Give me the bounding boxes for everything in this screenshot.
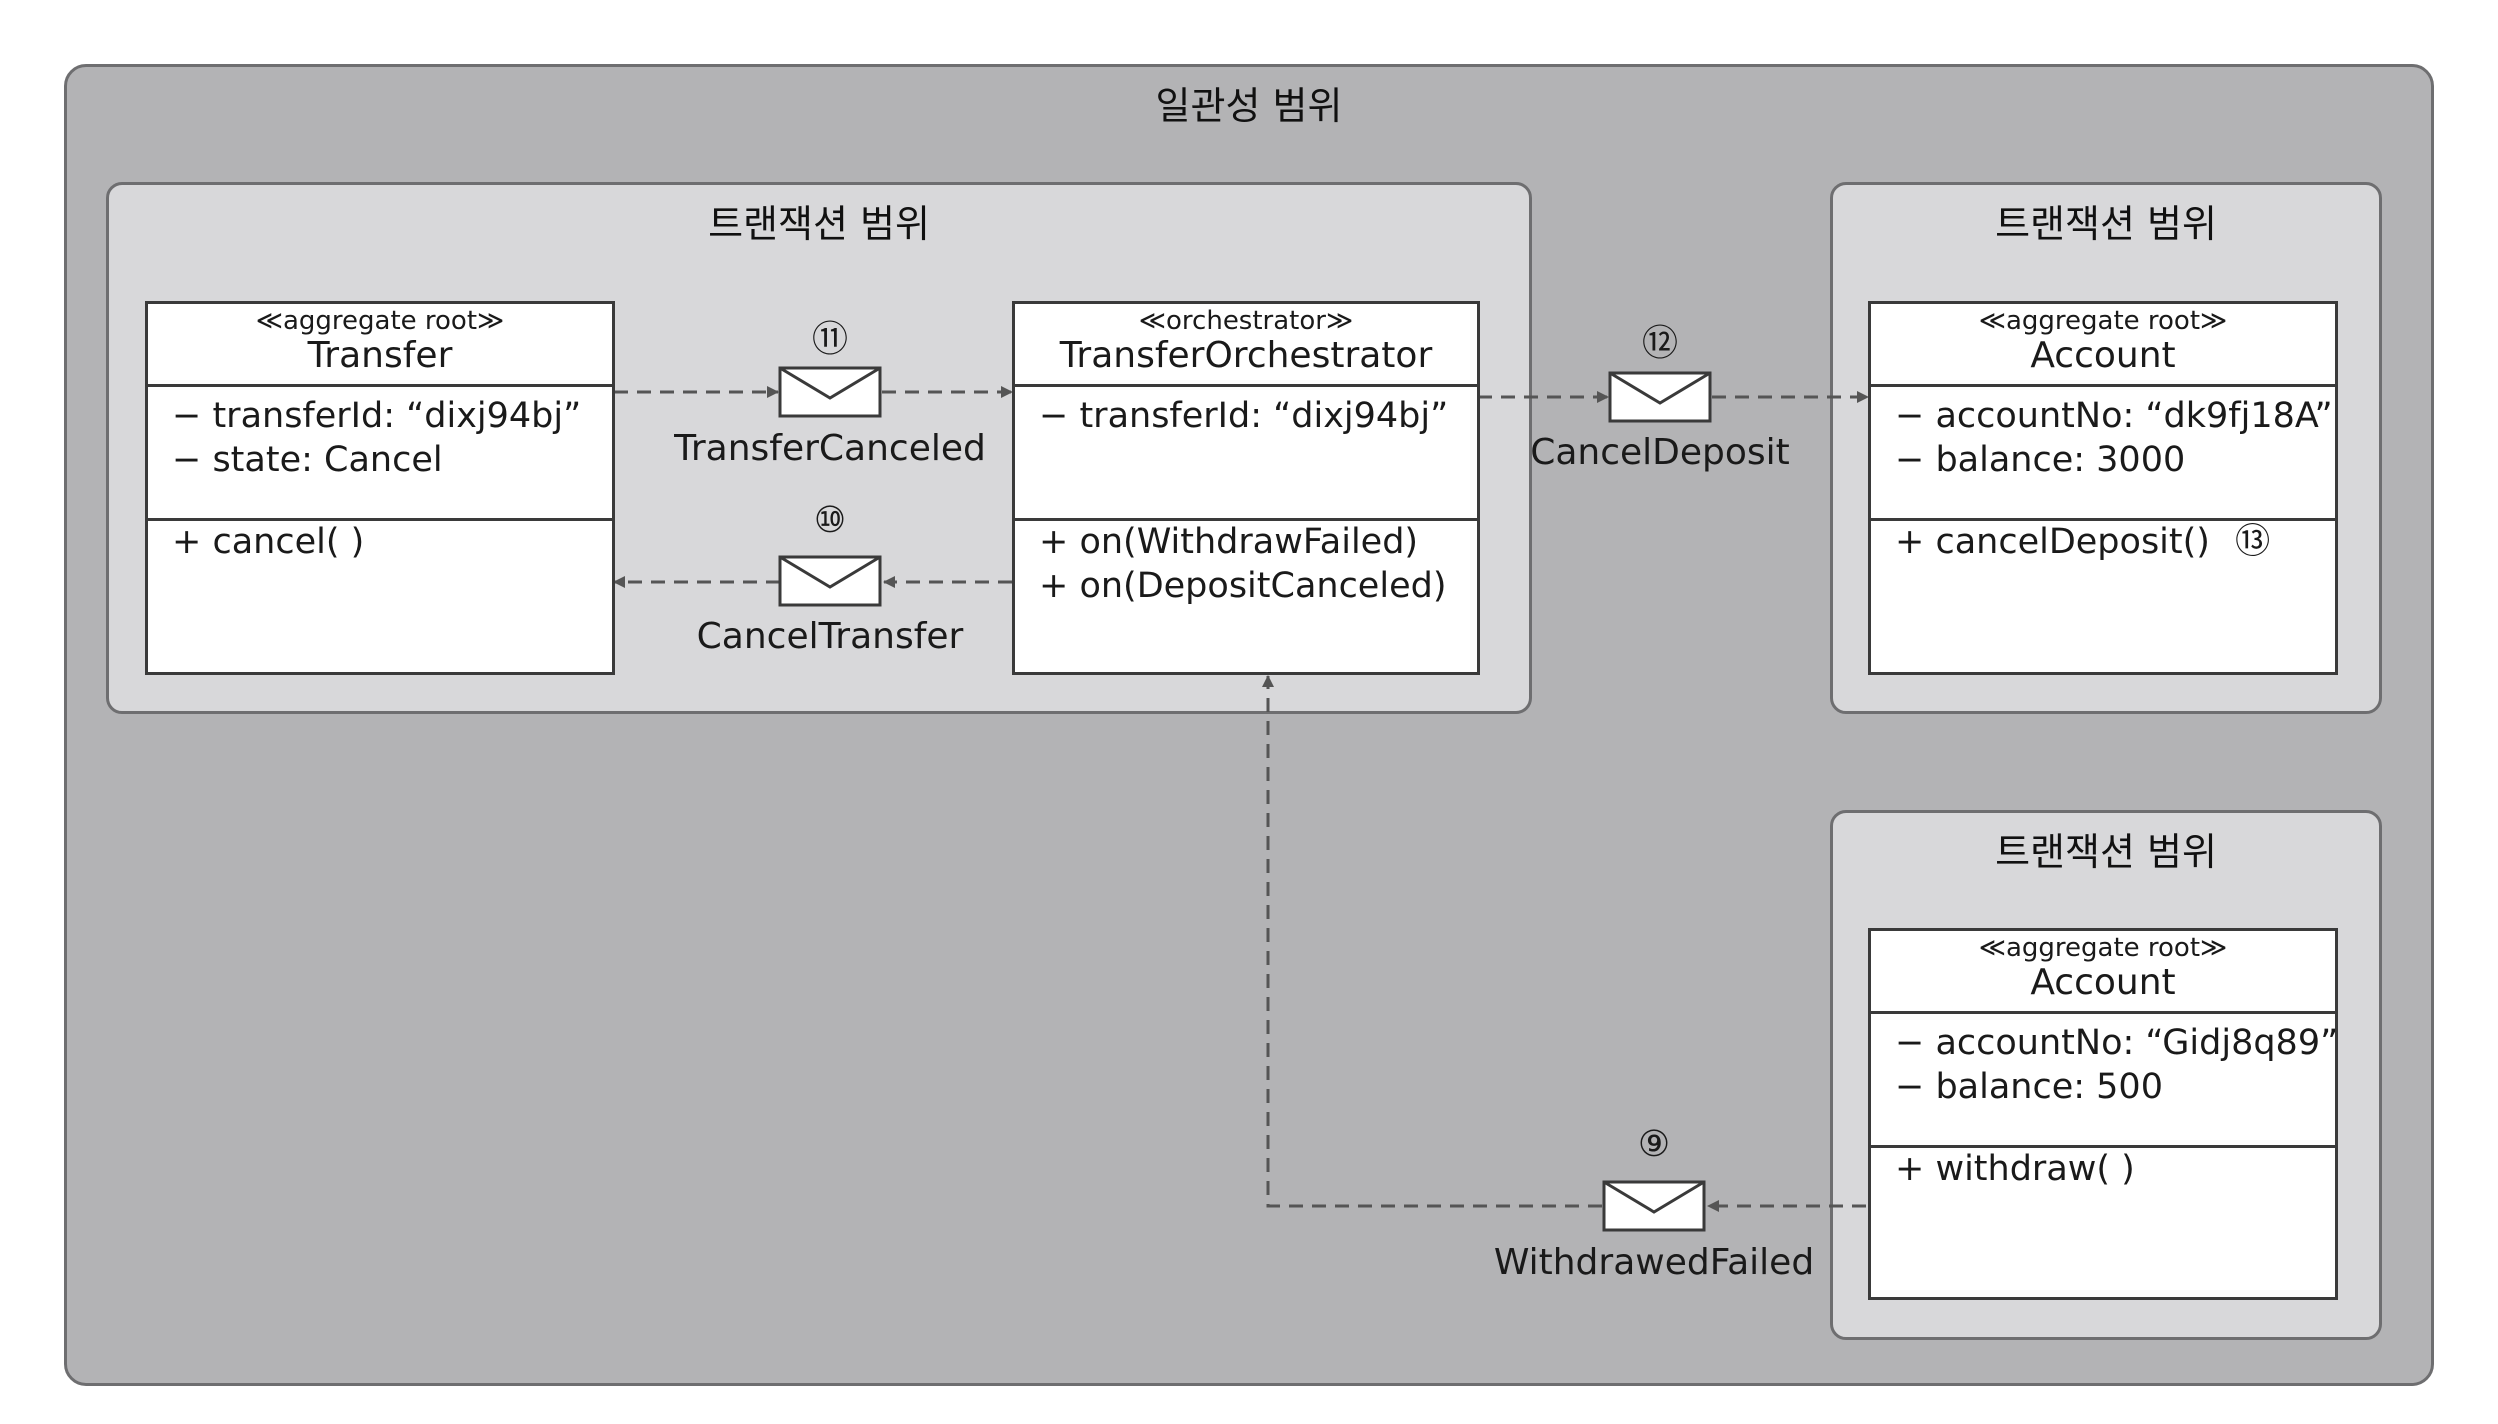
class-header: ≪aggregate root≫ Transfer — [148, 304, 612, 387]
class-name: Transfer — [307, 335, 453, 376]
class-operations: + withdraw( ) — [1871, 1135, 2335, 1191]
class-transfer: ≪aggregate root≫ Transfer − transferId: … — [145, 301, 615, 675]
class-attributes: − transferId: “dixj94bj” − state: Cancel — [148, 384, 612, 521]
class-operations: + cancel( ) — [148, 508, 612, 564]
class-attributes: − accountNo: “dk9fj18A” − balance: 3000 — [1871, 384, 2335, 521]
class-operations: + on(WithdrawFailed) + on(DepositCancele… — [1015, 508, 1477, 608]
consistency-scope-title: 일관성 범위 — [1155, 84, 1343, 128]
class-account-bottom: ≪aggregate root≫ Account − accountNo: “G… — [1868, 928, 2338, 1300]
class-header: ≪aggregate root≫ Account — [1871, 304, 2335, 387]
step-number: ⑫ — [1641, 323, 1678, 364]
attribute: − accountNo: “dk9fj18A” — [1895, 396, 2333, 436]
operation: + cancel( ) — [172, 522, 365, 562]
message-label: WithdrawedFailed — [1493, 1242, 1815, 1283]
class-header: ≪aggregate root≫ Account — [1871, 931, 2335, 1014]
class-transfer-orchestrator: ≪orchestrator≫ TransferOrchestrator − tr… — [1012, 301, 1480, 675]
step-number: ⑪ — [811, 319, 848, 360]
operation-row: + cancelDeposit() ⑬ — [1895, 520, 2335, 564]
class-name: Account — [2030, 335, 2176, 376]
stereotype: ≪aggregate root≫ — [1978, 306, 2228, 336]
step-number: ⑬ — [2235, 522, 2271, 562]
class-name: Account — [2030, 962, 2176, 1003]
operation: + on(DepositCanceled) — [1039, 566, 1447, 606]
transaction-scope-title: 트랜잭션 범위 — [1995, 830, 2217, 874]
attribute: − balance: 3000 — [1895, 440, 2186, 480]
stereotype: ≪aggregate root≫ — [1978, 933, 2228, 963]
envelope-icon — [778, 366, 882, 418]
transaction-scope-title: 트랜잭션 범위 — [1995, 202, 2217, 246]
class-name: TransferOrchestrator — [1059, 335, 1433, 376]
envelope-icon — [1602, 1180, 1706, 1232]
envelope-icon — [1608, 371, 1712, 423]
operation: + on(WithdrawFailed) — [1039, 522, 1419, 562]
class-operations: + cancelDeposit() ⑬ — [1871, 508, 2335, 564]
stereotype: ≪aggregate root≫ — [255, 306, 505, 336]
arrow-envelope-to-orchestrator-vertical — [1262, 675, 1602, 1208]
envelope-icon — [778, 555, 882, 607]
class-attributes: − accountNo: “Gidj8q89” − balance: 500 — [1871, 1011, 2339, 1148]
attribute: − accountNo: “Gidj8q89” — [1895, 1023, 2339, 1063]
message-label: CancelDeposit — [1530, 432, 1790, 473]
operation: + cancelDeposit() — [1895, 522, 2210, 562]
message-label: CancelTransfer — [696, 616, 964, 657]
stereotype: ≪orchestrator≫ — [1138, 306, 1354, 336]
class-attributes: − transferId: “dixj94bj” — [1015, 384, 1477, 521]
step-number: ⑩ — [813, 500, 847, 541]
attribute: − transferId: “dixj94bj” — [172, 396, 582, 436]
attribute: − transferId: “dixj94bj” — [1039, 396, 1449, 436]
attribute: − balance: 500 — [1895, 1067, 2163, 1107]
message-label: TransferCanceled — [674, 428, 986, 469]
class-header: ≪orchestrator≫ TransferOrchestrator — [1015, 304, 1477, 387]
step-number: ⑨ — [1637, 1124, 1671, 1165]
attribute: − state: Cancel — [172, 440, 443, 480]
operation: + withdraw( ) — [1895, 1149, 2135, 1189]
class-account-top: ≪aggregate root≫ Account − accountNo: “d… — [1868, 301, 2338, 675]
transaction-scope-title: 트랜잭션 범위 — [708, 202, 930, 246]
